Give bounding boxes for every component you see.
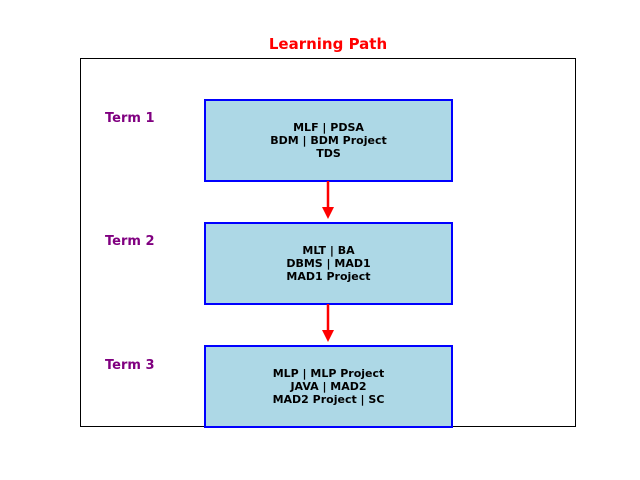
- term-2-line-1: MLT | BA: [302, 244, 355, 257]
- term-2-line-3: MAD1 Project: [286, 270, 371, 283]
- term-2-label: Term 2: [105, 234, 155, 249]
- term-1-line-1: MLF | PDSA: [293, 121, 364, 134]
- term-1-line-3: TDS: [316, 147, 341, 160]
- term-3-line-1: MLP | MLP Project: [272, 367, 385, 380]
- term-2-box: MLT | BA DBMS | MAD1 MAD1 Project: [204, 222, 453, 305]
- term-3-line-2: JAVA | MAD2: [290, 380, 367, 393]
- term-3-label: Term 3: [105, 358, 155, 373]
- term-3-line-3: MAD2 Project | SC: [272, 393, 385, 406]
- term-2-line-2: DBMS | MAD1: [286, 257, 371, 270]
- term-1-box: MLF | PDSA BDM | BDM Project TDS: [204, 99, 453, 182]
- term-1-line-2: BDM | BDM Project: [270, 134, 387, 147]
- term-1-label: Term 1: [105, 111, 155, 126]
- term-3-box: MLP | MLP Project JAVA | MAD2 MAD2 Proje…: [204, 345, 453, 428]
- diagram-title: Learning Path: [268, 35, 388, 53]
